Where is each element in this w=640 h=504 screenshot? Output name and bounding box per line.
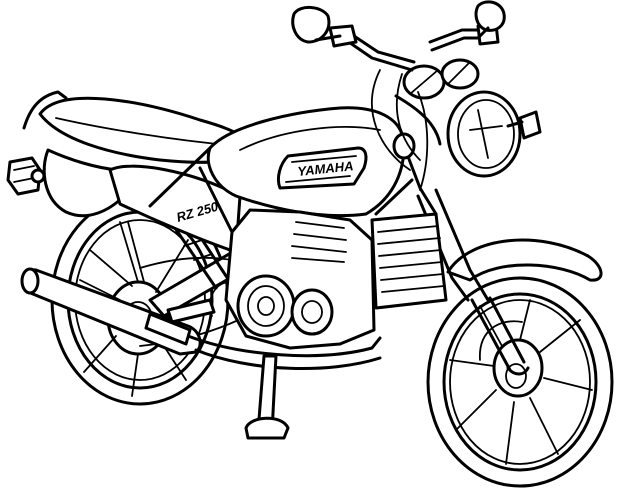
tank-logo: YAMAHA: [297, 158, 354, 179]
radiator: [370, 212, 448, 310]
front-fender: [446, 238, 603, 282]
control-cables: [371, 69, 429, 191]
fuel-tank: YAMAHA: [206, 106, 406, 218]
frame: [148, 144, 438, 234]
front-turn-signal: [506, 110, 542, 140]
mirrors: [291, 0, 506, 44]
rear-fender: [42, 148, 126, 218]
instrument-cluster: [402, 58, 480, 100]
kickstand: [244, 354, 290, 440]
exhaust: [20, 267, 382, 370]
engine: [209, 208, 376, 350]
front-wheel: [426, 276, 614, 488]
grab-rail: [22, 90, 68, 130]
tail-light: [6, 156, 46, 196]
footpeg: [166, 298, 216, 324]
headlight: [446, 90, 522, 178]
